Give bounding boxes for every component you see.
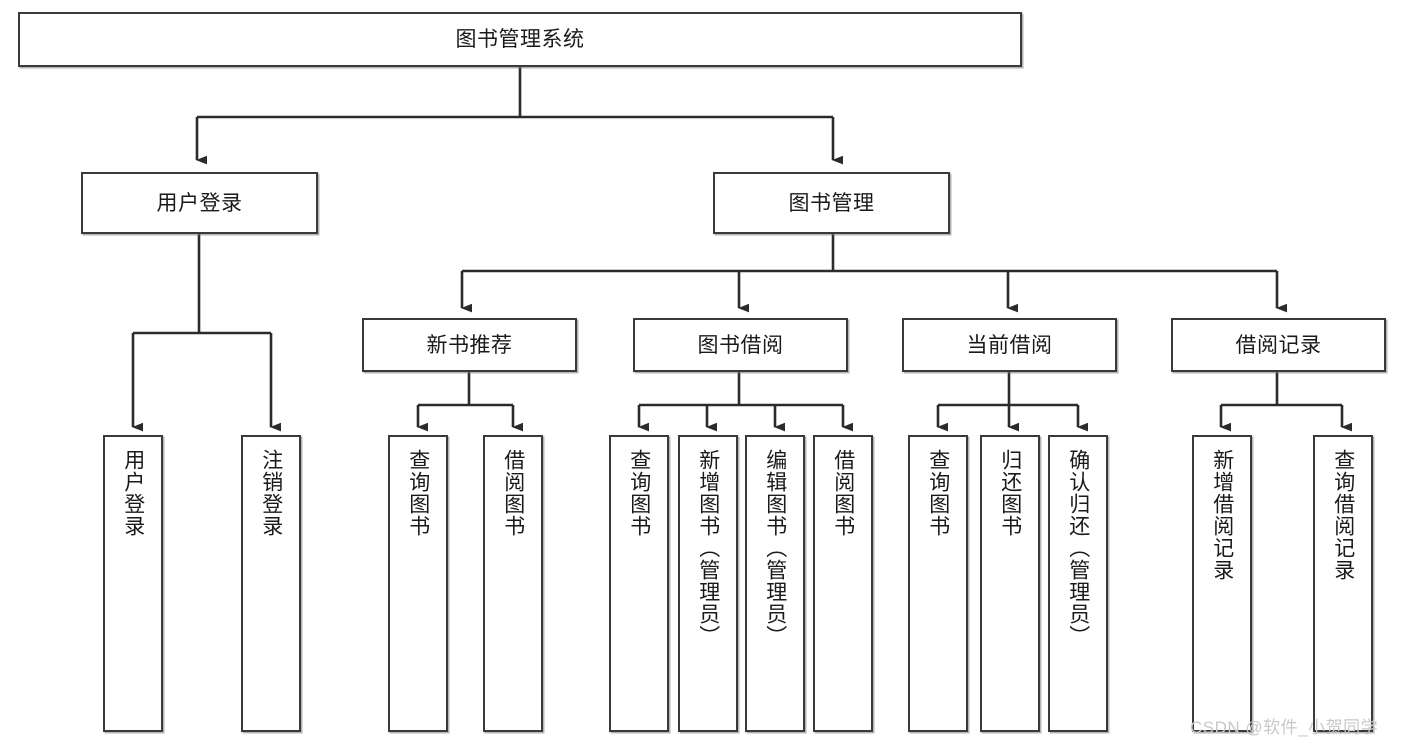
node-leaf-query-record[interactable]: 查询借阅记录 — [1313, 435, 1373, 732]
node-leaf-add-book[interactable]: 新增图书（管理员） — [678, 435, 738, 732]
node-leaf-query-book-2-label: 查询图书 — [627, 449, 651, 537]
node-leaf-confirm-return-label: 确认归还（管理员） — [1066, 449, 1090, 647]
connectors-book-borrow — [637, 372, 853, 432]
connectors-level1 — [195, 67, 843, 165]
node-leaf-borrow-book-1[interactable]: 借阅图书 — [483, 435, 543, 732]
node-leaf-return-book-label: 归还图书 — [998, 449, 1022, 537]
node-root[interactable]: 图书管理系统 — [18, 12, 1022, 67]
node-current-borrow[interactable]: 当前借阅 — [902, 318, 1117, 372]
node-leaf-user-logout-label: 注销登录 — [259, 449, 283, 537]
node-leaf-borrow-book-1-label: 借阅图书 — [501, 449, 525, 537]
node-leaf-query-book-3-label: 查询图书 — [926, 449, 950, 537]
node-leaf-query-book-2[interactable]: 查询图书 — [609, 435, 669, 732]
node-user-login[interactable]: 用户登录 — [81, 172, 318, 234]
node-borrow-record-label: 借阅记录 — [1235, 333, 1322, 357]
node-new-book-recommend-label: 新书推荐 — [426, 333, 513, 357]
node-book-management-label: 图书管理 — [788, 191, 875, 215]
node-book-management[interactable]: 图书管理 — [713, 172, 950, 234]
node-current-borrow-label: 当前借阅 — [966, 333, 1053, 357]
node-leaf-borrow-book-2[interactable]: 借阅图书 — [813, 435, 873, 732]
node-leaf-user-login[interactable]: 用户登录 — [103, 435, 163, 732]
connectors-borrow-record — [1219, 372, 1352, 432]
node-leaf-add-record-label: 新增借阅记录 — [1210, 449, 1234, 581]
node-leaf-edit-book-label: 编辑图书（管理员） — [763, 449, 787, 647]
node-leaf-query-record-label: 查询借阅记录 — [1331, 449, 1355, 581]
node-leaf-edit-book[interactable]: 编辑图书（管理员） — [745, 435, 805, 732]
node-leaf-add-book-label: 新增图书（管理员） — [696, 449, 720, 647]
connectors-user-login — [131, 234, 281, 432]
node-leaf-return-book[interactable]: 归还图书 — [980, 435, 1040, 732]
node-new-book-recommend[interactable]: 新书推荐 — [362, 318, 577, 372]
node-leaf-add-record[interactable]: 新增借阅记录 — [1192, 435, 1252, 732]
node-root-label: 图书管理系统 — [455, 28, 585, 51]
node-leaf-query-book-3[interactable]: 查询图书 — [908, 435, 968, 732]
connectors-new-book-recommend — [416, 372, 523, 432]
node-leaf-confirm-return[interactable]: 确认归还（管理员） — [1048, 435, 1108, 732]
node-leaf-query-book-1[interactable]: 查询图书 — [388, 435, 448, 732]
node-book-borrow[interactable]: 图书借阅 — [633, 318, 848, 372]
connectors-current-borrow — [936, 372, 1088, 432]
node-leaf-borrow-book-2-label: 借阅图书 — [831, 449, 855, 537]
node-leaf-query-book-1-label: 查询图书 — [406, 449, 430, 537]
node-book-borrow-label: 图书借阅 — [697, 333, 784, 357]
node-leaf-user-logout[interactable]: 注销登录 — [241, 435, 301, 732]
node-user-login-label: 用户登录 — [156, 191, 243, 215]
node-borrow-record[interactable]: 借阅记录 — [1171, 318, 1386, 372]
node-leaf-user-login-label: 用户登录 — [121, 449, 145, 537]
connectors-book-management — [460, 234, 1287, 313]
